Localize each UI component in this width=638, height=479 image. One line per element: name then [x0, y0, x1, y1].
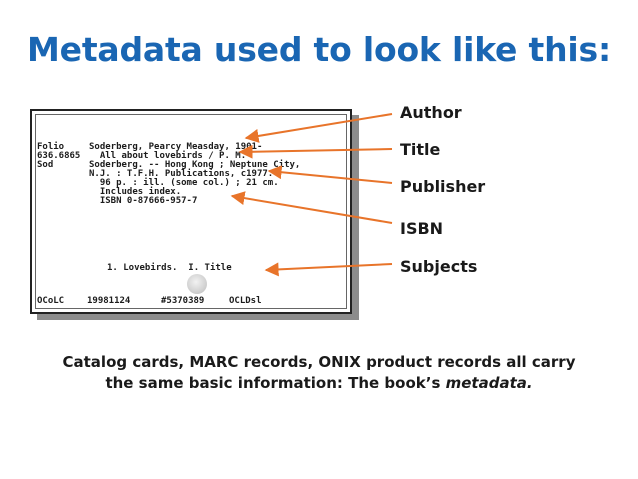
title-arrow: [238, 144, 393, 159]
publisher-arrow: [267, 165, 393, 184]
call-number-line-3: Sod: [37, 160, 54, 170]
label-publisher: Publisher: [400, 177, 486, 196]
card-isbn-line: ISBN 0-87666-957-7: [89, 196, 198, 206]
label-subjects: Subjects: [400, 257, 478, 276]
author-arrow: [244, 113, 393, 143]
isbn-arrow: [230, 191, 393, 224]
slide-title: Metadata used to look like this:: [27, 30, 611, 69]
caption-line-2-text: the same basic information: The book’s: [105, 374, 446, 392]
card-subject-tracing: 1. Lovebirds. I. Title: [107, 263, 232, 273]
label-isbn: ISBN: [400, 219, 444, 238]
caption-line-2: the same basic information: The book’s m…: [0, 373, 638, 394]
catalog-card-inner-border: [35, 114, 347, 309]
label-author: Author: [400, 103, 462, 122]
caption-emphasis-metadata: metadata.: [445, 374, 533, 392]
call-number-line-2: 636.6865: [37, 151, 81, 161]
card-publisher-line: N.J. : T.F.H. Publications, c1977.: [89, 169, 274, 179]
card-footer-oclc: OCoLC: [37, 296, 65, 306]
punch-hole: [187, 274, 207, 294]
card-footer-record: #5370389: [161, 296, 205, 306]
card-note-line: Includes index.: [89, 187, 182, 197]
caption-line-1: Catalog cards, MARC records, ONIX produc…: [62, 353, 576, 371]
card-physical-description-line: 96 p. : ill. (some col.) ; 21 cm.: [89, 178, 279, 188]
label-title: Title: [400, 140, 441, 159]
subjects-arrow: [264, 262, 393, 277]
card-footer-date: 19981124: [87, 296, 131, 306]
call-number-line-1: Folio: [37, 142, 65, 152]
card-footer-symbol: OCLDsl: [229, 296, 262, 306]
card-responsibility-line: Soderberg. -- Hong Kong ; Neptune City,: [89, 160, 301, 170]
caption: Catalog cards, MARC records, ONIX produc…: [0, 352, 638, 394]
